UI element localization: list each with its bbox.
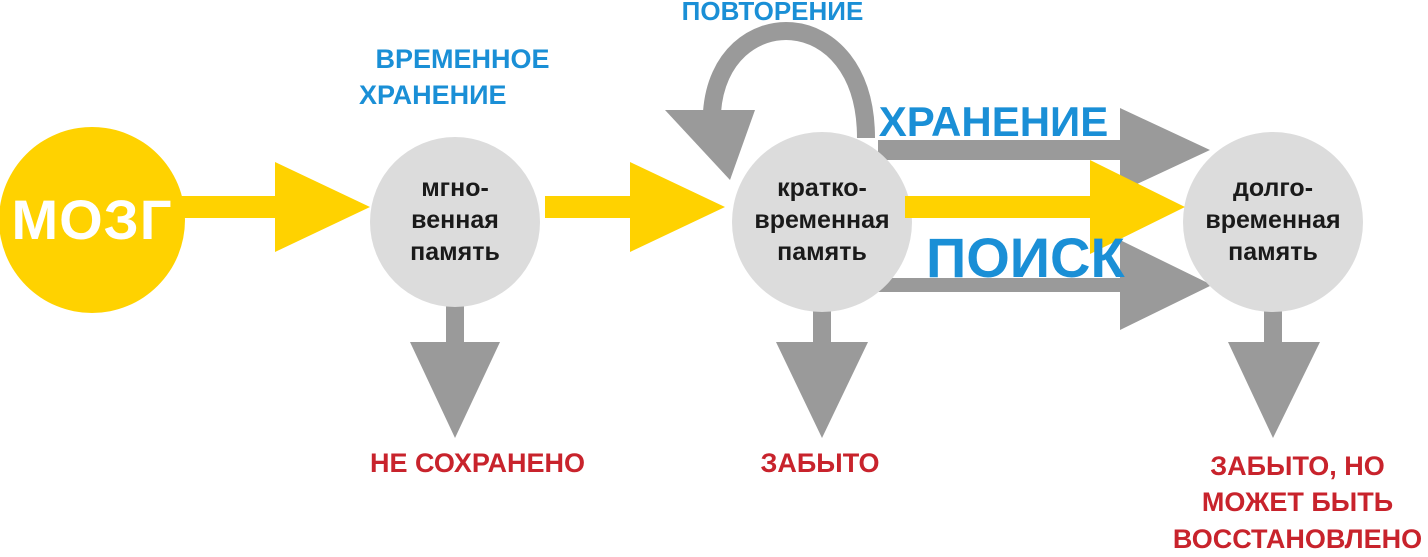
brain-node xyxy=(0,127,185,313)
arrow-longterm-down-head xyxy=(1228,342,1320,438)
long-term-memory-label: долго- временная память xyxy=(1188,172,1358,268)
brain-label: МОЗГ xyxy=(11,188,173,251)
arrow-sensory-down-shaft xyxy=(446,298,464,350)
arrow-sensory-to-shortterm-head xyxy=(630,162,725,252)
temporary-storage-line-2: ХРАНЕНИЕ xyxy=(359,79,507,110)
sensory-line-1: мгно- xyxy=(421,174,489,202)
temporary-storage-label: ВРЕМЕННОЕ ХРАНЕНИЕ xyxy=(355,42,570,113)
long-term-line-2: временная xyxy=(1205,206,1341,234)
storage-label: ХРАНЕНИЕ xyxy=(878,98,1109,145)
recoverable-line-2: МОЖЕТ БЫТЬ xyxy=(1201,487,1394,518)
arrow-shortterm-down-head xyxy=(776,342,868,438)
arrow-shortterm-to-longterm-head xyxy=(1090,160,1185,254)
arrow-search xyxy=(878,240,1212,330)
not-saved-label: НЕ СОХРАНЕНО xyxy=(370,448,585,478)
sensory-line-2: венная xyxy=(411,206,499,234)
long-term-memory-node xyxy=(1183,132,1363,312)
arrow-sensory-to-shortterm-shaft xyxy=(545,196,655,218)
temporary-storage-line-1: ВРЕМЕННОЕ xyxy=(375,44,550,74)
diagram-canvas xyxy=(0,22,1363,438)
arrow-storage xyxy=(878,108,1210,192)
arrow-sensory-down-head xyxy=(410,342,500,438)
recoverable-line-3: ВОССТАНОВЛЕНО xyxy=(1172,523,1423,554)
short-term-line-1: кратко- xyxy=(777,174,867,202)
search-label: ПОИСК xyxy=(926,226,1125,289)
short-term-memory-node xyxy=(732,132,912,312)
recoverable-line-1: ЗАБЫТО, НО xyxy=(1210,451,1385,481)
arrow-shortterm-to-longterm-shaft xyxy=(905,196,1105,218)
arrow-brain-to-sensory-head xyxy=(275,162,370,252)
sensory-line-3: память xyxy=(410,238,500,266)
sensory-memory-node xyxy=(370,137,540,307)
recoverable-label: ЗАБЫТО, НО МОЖЕТ БЫТЬ ВОССТАНОВЛЕНО xyxy=(1170,448,1425,557)
short-term-line-2: временная xyxy=(754,206,890,234)
arrow-repetition-head xyxy=(665,110,755,180)
arrow-repetition-loop xyxy=(703,22,875,139)
short-term-memory-label: кратко- временная память xyxy=(737,172,907,268)
arrow-brain-to-sensory-shaft xyxy=(175,196,295,218)
forgotten-label: ЗАБЫТО xyxy=(760,448,880,478)
short-term-line-3: память xyxy=(777,238,867,266)
long-term-line-3: память xyxy=(1228,238,1318,266)
sensory-memory-label: мгно- венная память xyxy=(375,172,535,268)
long-term-line-1: долго- xyxy=(1232,174,1314,202)
repetition-label: ПОВТОРЕНИЕ xyxy=(681,0,864,26)
